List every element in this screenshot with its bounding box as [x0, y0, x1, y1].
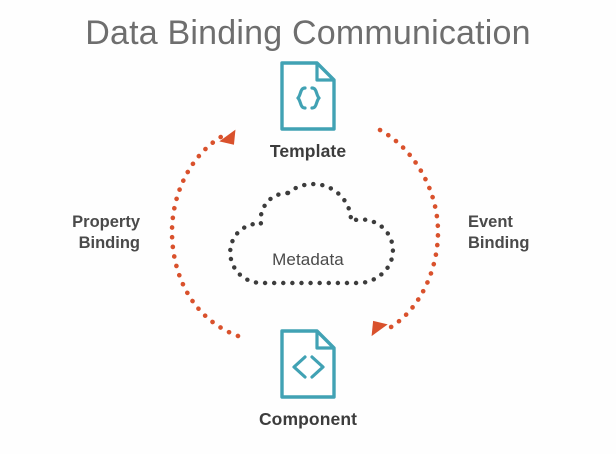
node-component-label: Component: [258, 409, 358, 429]
brace-open-glyph: [296, 86, 307, 110]
event-binding-dotted-line: [377, 127, 441, 334]
angle-bracket-open-glyph: [292, 355, 307, 379]
document-fold-corner: [315, 331, 334, 350]
node-component[interactable]: Component: [208, 328, 408, 430]
document-braces-icon: [280, 61, 336, 131]
property-binding-label-line2: Binding: [78, 234, 140, 253]
event-binding-label-line2: Binding: [468, 234, 530, 253]
metadata-label: Metadata: [272, 250, 344, 269]
property-binding-arc: [169, 129, 241, 339]
node-template-label: Template: [269, 141, 347, 161]
metadata-cloud-dotted-path: [228, 181, 396, 286]
brace-close-glyph: [310, 86, 321, 110]
property-binding-dotted-line: [169, 131, 241, 339]
angle-bracket-close-glyph: [310, 355, 325, 379]
event-binding-label-line1: Event: [468, 213, 513, 231]
property-binding-label-line1: Property: [72, 213, 140, 231]
document-outline: [280, 329, 336, 399]
document-angle-brackets-icon: [280, 329, 336, 399]
metadata-cloud-outline: [228, 181, 396, 286]
node-template[interactable]: Template: [208, 60, 408, 162]
property-binding-arrowhead: [219, 129, 236, 145]
document-outline: [280, 61, 336, 131]
page-title: Data Binding Communication: [85, 14, 531, 52]
event-binding-arrowhead: [371, 320, 388, 337]
property-binding-label: Property Binding: [20, 212, 140, 254]
event-binding-label: Event Binding: [468, 212, 596, 254]
event-binding-arc: [371, 127, 441, 337]
document-fold-corner: [315, 63, 334, 82]
